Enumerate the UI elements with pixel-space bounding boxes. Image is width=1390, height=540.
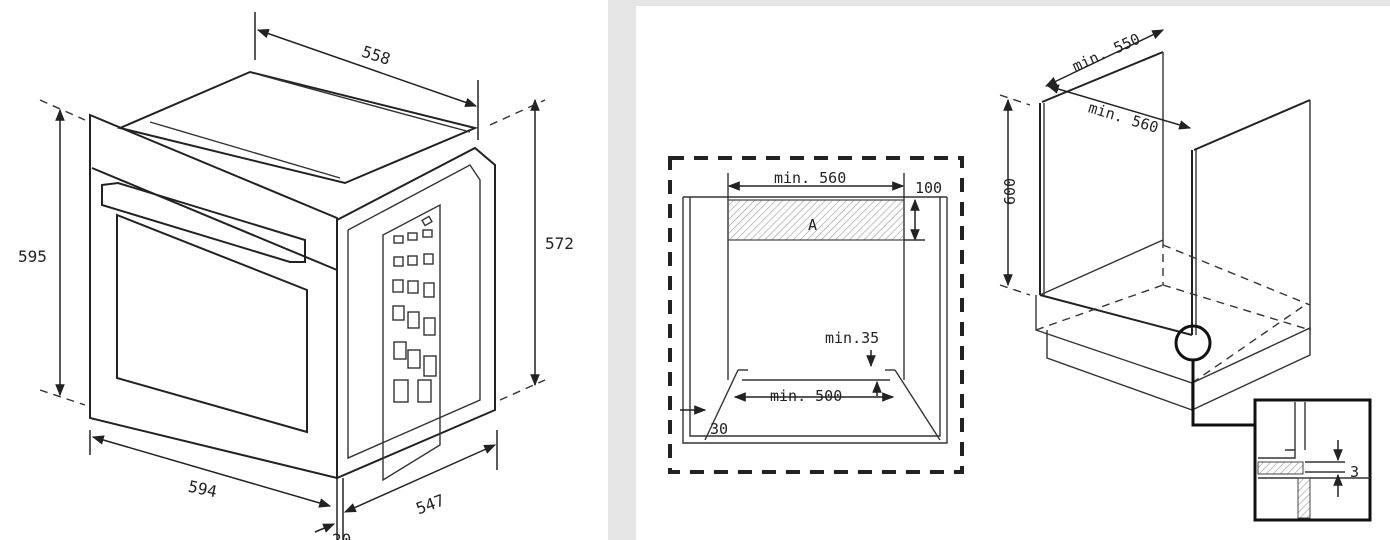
dim-547-line	[343, 444, 497, 513]
side-30-label: 30	[710, 420, 728, 438]
top-border	[636, 0, 1390, 6]
installation-cabinet-view: min. 550 min. 560 600 3	[999, 29, 1372, 522]
dim-594-label: 594	[187, 477, 219, 502]
control-strip-line	[91, 167, 338, 271]
min-500-label: min. 500	[770, 387, 842, 405]
oven-side	[336, 146, 496, 480]
vent-100-label: 100	[915, 179, 942, 197]
dim-20-label: 20	[332, 530, 351, 540]
vent-a-label: A	[808, 216, 817, 234]
installation-front-view: min. 560 100 A min.35 min. 500 30	[668, 156, 964, 474]
oven-drawing: 558 595 572 594 547 20	[18, 12, 574, 540]
dim-594-line	[91, 435, 332, 508]
min-35-label: min.35	[825, 329, 879, 347]
min-560-front-label: min. 560	[774, 169, 846, 187]
oven-handle	[101, 181, 306, 263]
height-600-label: 600	[1001, 178, 1019, 205]
gap-3-label: 3	[1350, 463, 1359, 481]
oven-front	[89, 113, 338, 480]
vent-area-a	[727, 199, 905, 241]
panel-separator	[608, 0, 636, 540]
min-560-cabinet-label: min. 560	[1086, 99, 1160, 137]
dim-595-label: 595	[18, 247, 47, 266]
detail-leader	[1191, 360, 1255, 427]
min-550-label: min. 550	[1070, 30, 1143, 76]
dim-558-line	[256, 29, 478, 107]
side-diamonds	[392, 215, 437, 403]
oven-window	[116, 213, 308, 434]
dim-572-label: 572	[545, 234, 574, 253]
detail-box	[1253, 398, 1372, 522]
dim-547-label: 547	[413, 491, 447, 519]
dim-558-label: 558	[359, 42, 392, 69]
oven-top	[116, 70, 479, 185]
